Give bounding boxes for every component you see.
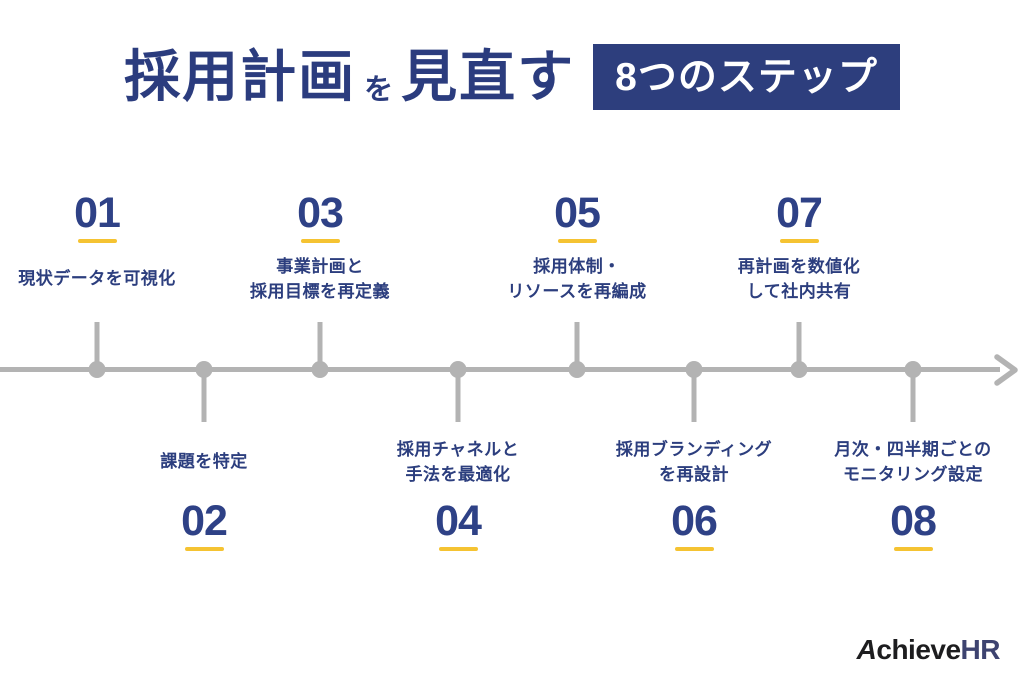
underline-accent [300, 239, 340, 243]
title-particle: を [364, 74, 394, 106]
step-label: 現状データを可視化 [18, 250, 176, 308]
title-text-keyword: 採用計画 [124, 45, 357, 108]
step-label-line: 再計画を数値化 [737, 256, 861, 276]
connector-line [574, 322, 580, 370]
connector-line [317, 322, 323, 370]
step-label: 月次・四半期ごとの モニタリング設定 [834, 433, 991, 491]
step-number: 06 [671, 497, 718, 545]
connector-line [94, 322, 100, 370]
timeline-axis [0, 367, 1000, 372]
connector-line [455, 370, 461, 422]
step-label-line: 手法を最適化 [405, 465, 511, 484]
step-label-line: 月次・四半期ごとの [834, 439, 992, 459]
step-label: 再計画を数値化 して社内共有 [738, 250, 861, 308]
timeline-dot [311, 361, 329, 378]
underline-accent [893, 547, 933, 551]
arrow-right-icon [994, 354, 1018, 386]
step-04: 採用チャネルと 手法を最適化 04 [346, 433, 570, 551]
connector-line [796, 322, 802, 370]
step-08: 月次・四半期ごとの モニタリング設定 08 [801, 433, 1024, 551]
step-number: 02 [181, 497, 228, 545]
title-text-action: 見直す [401, 45, 576, 108]
step-01: 01 現状データを可視化 [0, 192, 209, 308]
step-label: 採用体制・ リソースを再編成 [507, 250, 646, 308]
underline-accent [779, 239, 819, 243]
step-02: 課題を特定 02 [92, 433, 316, 551]
timeline-dot [568, 361, 586, 378]
step-number: 08 [890, 497, 937, 545]
underline-accent [438, 547, 478, 551]
timeline-dot [685, 361, 703, 378]
step-label-line: を再設計 [659, 465, 729, 484]
step-label-line: 事業計画と [276, 256, 364, 276]
page-title: 採用計画 を 見直す 8つのステップ [0, 44, 1024, 110]
timeline-dot [904, 361, 922, 378]
step-07: 07 再計画を数値化 して社内共有 [687, 192, 911, 308]
brand-logo: Achieve HR [856, 634, 1001, 666]
step-05: 05 採用体制・ リソースを再編成 [465, 192, 689, 308]
step-label: 採用チャネルと 手法を最適化 [397, 433, 519, 491]
connector-line [910, 370, 916, 422]
step-number: 03 [297, 189, 344, 237]
underline-accent [184, 547, 224, 551]
connector-line [201, 370, 207, 422]
timeline-dot [195, 361, 213, 378]
step-03: 03 事業計画と 採用目標を再定義 [208, 192, 432, 308]
step-number: 05 [554, 189, 601, 237]
timeline-dot [88, 361, 106, 378]
brand-logo-hr: HR [960, 634, 1001, 665]
step-label-line: 採用目標を再定義 [250, 282, 390, 301]
timeline-dot [790, 361, 808, 378]
step-number: 07 [776, 189, 823, 237]
step-label-line: モニタリング設定 [843, 465, 983, 484]
step-label: 課題を特定 [160, 433, 248, 491]
underline-accent [674, 547, 714, 551]
step-number: 04 [435, 497, 482, 545]
step-label-line: 採用体制・ [533, 256, 621, 276]
connector-line [691, 370, 697, 422]
step-label-line: 現状データを可視化 [18, 269, 176, 289]
underline-accent [557, 239, 597, 243]
brand-logo-achieve: Achieve [856, 634, 961, 665]
step-label-line: 採用ブランディング [615, 439, 773, 459]
step-number: 01 [74, 189, 121, 237]
step-label-line: 課題を特定 [160, 452, 248, 472]
step-label-line: リソースを再編成 [507, 282, 647, 301]
timeline-dot [449, 361, 467, 378]
step-label-line: して社内共有 [746, 282, 852, 301]
step-label: 採用ブランディング を再設計 [616, 433, 772, 491]
step-label: 事業計画と 採用目標を再定義 [250, 250, 390, 308]
step-label-line: 採用チャネルと [396, 439, 520, 459]
step-06: 採用ブランディング を再設計 06 [582, 433, 806, 551]
title-badge: 8つのステップ [593, 44, 900, 110]
underline-accent [77, 239, 117, 243]
